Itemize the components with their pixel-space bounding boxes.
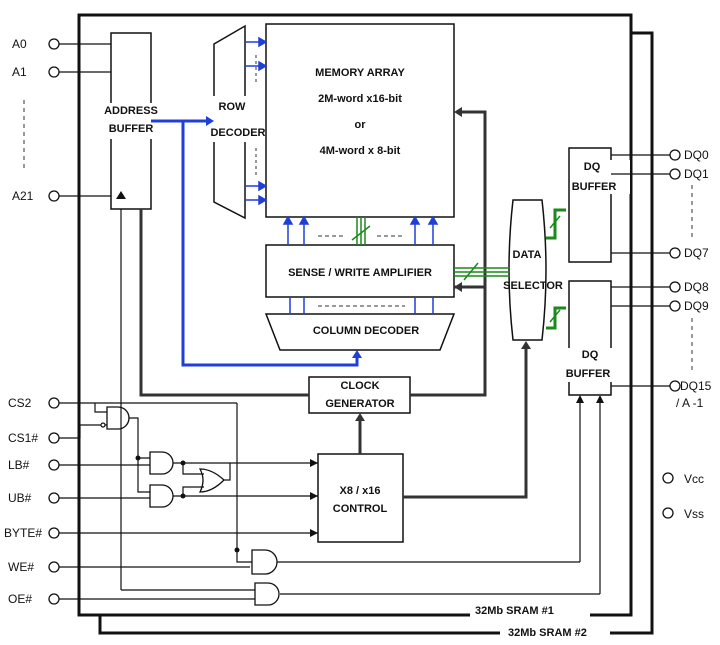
address-bus <box>151 119 359 367</box>
pin-oe-label: OE# <box>8 592 32 606</box>
oe-and-gate <box>254 582 280 606</box>
left-pin-circles <box>48 38 60 605</box>
sense-write-amplifier-block <box>265 244 455 298</box>
data-selector-block <box>508 199 547 341</box>
clock-generator-label-2: GENERATOR <box>325 398 394 410</box>
left-pin-wires <box>59 43 318 600</box>
right-pin-wires <box>611 154 670 387</box>
address-buffer-label-2: BUFFER <box>109 123 154 135</box>
chip1-label: 32Mb SRAM #1 <box>475 605 554 617</box>
dq-buffer-bottom-label-1: DQ <box>582 349 599 361</box>
pin-a0-label: A0 <box>12 37 27 51</box>
pin-cs1-label: CS1# <box>8 431 38 445</box>
row-decoder-label-1: ROW <box>219 101 247 113</box>
memory-array-line-4: 4M-word x 8-bit <box>320 145 401 157</box>
dq-buffer-top-label-2: BUFFER <box>572 181 617 193</box>
pin-dq0-label: DQ0 <box>684 148 709 162</box>
pin-a1-label: A1 <box>12 65 27 79</box>
row-to-array-arrows <box>245 36 268 206</box>
column-to-sense-lines <box>289 297 434 314</box>
sense-to-array-arrows <box>282 215 439 245</box>
chip2-label: 32Mb SRAM #2 <box>508 627 587 639</box>
sense-selector-bus <box>454 262 510 281</box>
data-selector-label-2: SELECTOR <box>503 280 563 292</box>
pin-vcc-label: Vcc <box>684 472 704 486</box>
pin-dq15-label: DQ15 <box>680 379 712 393</box>
pin-vss-label: Vss <box>684 507 704 521</box>
gate-wires <box>79 209 601 595</box>
ub-and-gate <box>149 484 174 508</box>
clock-lines <box>139 110 487 397</box>
clock-generator-block <box>308 376 411 414</box>
address-buffer-label-1: ADDRESS <box>104 105 158 117</box>
column-decoder-block <box>264 313 456 351</box>
row-decoder-label-2: DECODER <box>210 127 265 139</box>
column-decoder-label: COLUMN DECODER <box>313 325 419 337</box>
junction-dots <box>135 455 240 553</box>
array-sense-bus <box>351 217 371 245</box>
we-and-gate <box>251 549 278 575</box>
or-gate <box>198 468 225 493</box>
dq-buffer-top-label-1: DQ <box>584 161 601 173</box>
pin-byte-label: BYTE# <box>4 526 42 540</box>
data-selector-label-1: DATA <box>513 249 542 261</box>
dq-buffer-bottom-label-2: BUFFER <box>566 368 611 380</box>
right-pin-circles <box>662 149 681 519</box>
pin-ub-label: UB# <box>8 491 32 505</box>
pin-we-label: WE# <box>8 560 34 574</box>
selector-dq-bus <box>546 208 566 330</box>
memory-array-line-3: or <box>355 119 367 131</box>
pin-dq15-alt-label: / A -1 <box>676 396 704 410</box>
logic-gates <box>106 406 280 606</box>
pin-a21-label: A21 <box>12 189 34 203</box>
pin-lb-label: LB# <box>8 458 30 472</box>
cs-and-gate <box>106 406 130 430</box>
memory-array-line-2: 2M-word x16-bit <box>318 93 402 105</box>
pin-dq1-label: DQ1 <box>684 167 709 181</box>
pin-dq7-label: DQ7 <box>684 246 709 260</box>
control-label-2: CONTROL <box>333 503 388 515</box>
control-label-1: X8 / x16 <box>340 485 381 497</box>
clock-generator-label-1: CLOCK <box>340 380 379 392</box>
pin-dq9-label: DQ9 <box>684 299 709 313</box>
control-block <box>317 453 404 543</box>
pin-cs2-label: CS2 <box>8 396 32 410</box>
memory-array-block <box>265 23 455 218</box>
lb-and-gate <box>149 451 174 475</box>
memory-array-title: MEMORY ARRAY <box>315 67 405 79</box>
pin-dq8-label: DQ8 <box>684 280 709 294</box>
sense-write-amplifier-label: SENSE / WRITE AMPLIFIER <box>288 267 432 279</box>
